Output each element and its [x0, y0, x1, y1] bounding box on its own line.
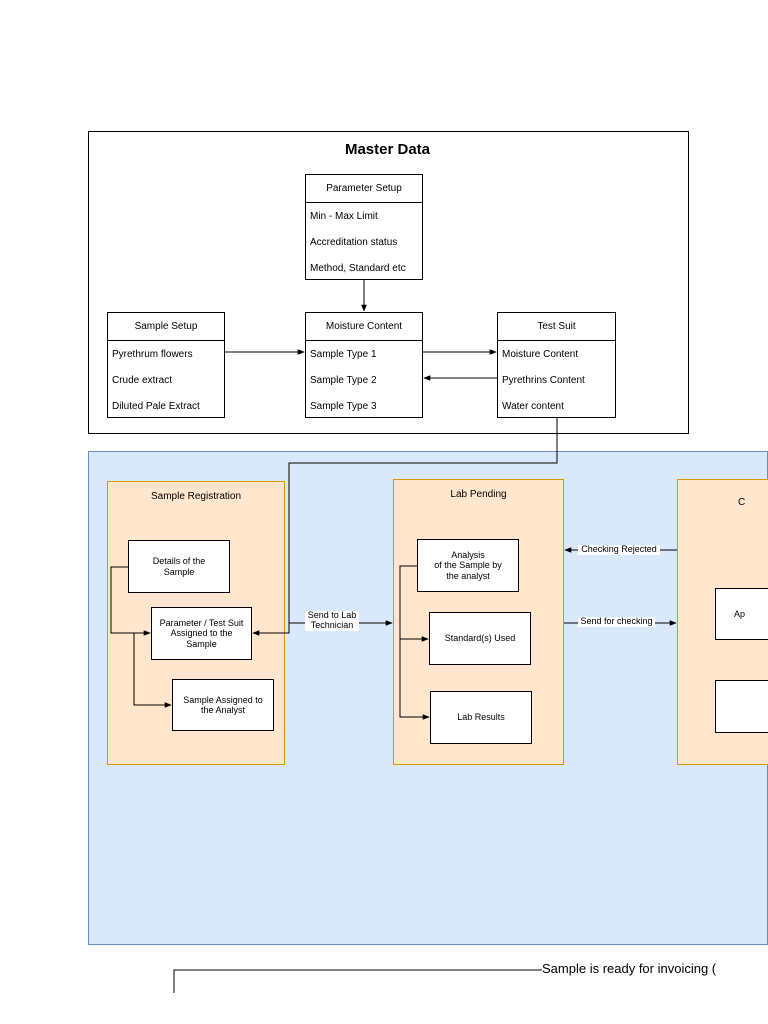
sample-setup-row: Diluted Pale Extract: [112, 400, 200, 412]
parameter-setup-row: Method, Standard etc: [310, 262, 406, 274]
send-to-lab-label: Send to Lab Technician: [305, 610, 359, 631]
moisture-content-header: Moisture Content: [306, 313, 422, 341]
lab-results-box[interactable]: Lab Results: [430, 691, 532, 744]
test-suit-table[interactable]: Test Suit Moisture Content Pyrethrins Co…: [497, 312, 616, 418]
test-suit-row: Moisture Content: [502, 348, 579, 360]
parameter-setup-row: Min - Max Limit: [310, 210, 378, 222]
sample-setup-header: Sample Setup: [108, 313, 224, 341]
sample-details-box[interactable]: Details of the Sample: [128, 540, 230, 593]
parameter-assigned-box[interactable]: Parameter / Test Suit Assigned to the Sa…: [151, 607, 252, 660]
test-suit-to-parameter-assigned-arrow: [252, 418, 558, 636]
standards-used-box[interactable]: Standard(s) Used: [429, 612, 531, 665]
ready-for-invoicing-label: Sample is ready for invoicing (: [542, 961, 717, 976]
moisture-content-row: Sample Type 1: [310, 348, 377, 360]
moisture-content-row: Sample Type 2: [310, 374, 377, 386]
analyst-assigned-box[interactable]: Sample Assigned to the Analyst: [172, 679, 274, 731]
test-suit-row: Pyrethrins Content: [502, 374, 585, 386]
details-branch-line: [110, 566, 151, 636]
moisture-content-row: Sample Type 3: [310, 400, 377, 412]
analysis-box[interactable]: Analysis of the Sample by the analyst: [417, 539, 519, 592]
sample-setup-row: Crude extract: [112, 374, 173, 386]
checking-second-box[interactable]: [715, 680, 768, 733]
send-for-checking-label: Send for checking: [578, 616, 655, 627]
parameter-setup-table[interactable]: Parameter Setup Min - Max Limit Accredit…: [305, 174, 423, 280]
master-data-title: Master Data: [344, 141, 431, 158]
invoicing-line: [173, 969, 542, 993]
checking-rejected-label: Checking Rejected: [578, 544, 660, 555]
moisture-content-table[interactable]: Moisture Content Sample Type 1 Sample Ty…: [305, 312, 423, 418]
test-suit-header: Test Suit: [498, 313, 615, 341]
sample-setup-table[interactable]: Sample Setup Pyrethrum flowers Crude ext…: [107, 312, 225, 418]
test-suit-row: Water content: [502, 400, 564, 412]
sample-registration-title: Sample Registration: [150, 491, 242, 502]
checking-title: C: [738, 497, 746, 508]
analysis-branch-line: [399, 565, 430, 720]
parameter-setup-header: Parameter Setup: [306, 175, 422, 203]
lab-pending-title: Lab Pending: [450, 489, 507, 500]
parameter-setup-row: Accreditation status: [310, 236, 398, 248]
checking-approve-box[interactable]: Ap: [715, 588, 768, 640]
sample-setup-row: Pyrethrum flowers: [112, 348, 193, 360]
param-to-analyst-arrow: [133, 633, 172, 708]
